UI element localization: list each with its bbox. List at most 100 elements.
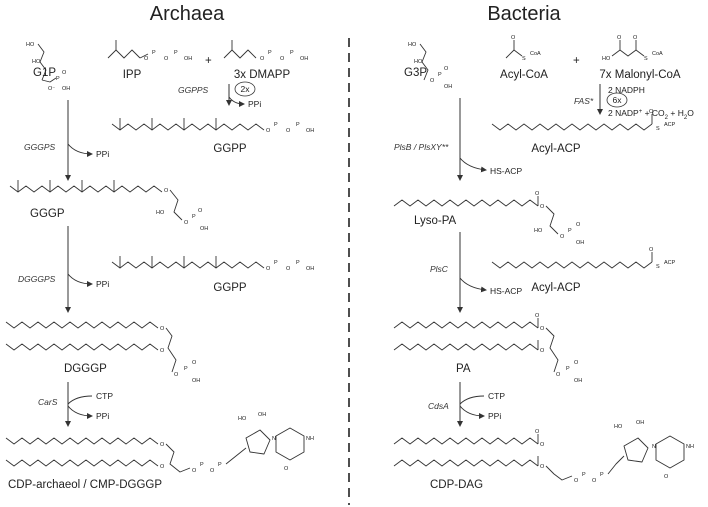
svg-text:P: P — [568, 228, 572, 234]
svg-text:P: P — [582, 472, 586, 478]
svg-text:O: O — [617, 35, 622, 41]
plsb-enzyme: PlsB / PlsXY** — [394, 142, 449, 152]
svg-text:P: P — [566, 366, 570, 372]
svg-text:O: O — [540, 348, 545, 354]
svg-text:P: P — [290, 50, 294, 56]
svg-text:O: O — [430, 78, 435, 84]
pa-label: PA — [456, 363, 471, 375]
svg-text:CoA: CoA — [530, 51, 541, 57]
cycle-badge-archaea — [234, 81, 256, 97]
plus-sign-archaea: + — [205, 55, 212, 67]
hs-acp-label-1: HS-ACP — [490, 166, 522, 176]
svg-text:O: O — [664, 474, 669, 480]
cdp-archaeol-chain-2 — [5, 459, 159, 467]
svg-text:O: O — [286, 266, 291, 272]
pa-chain-1 — [393, 321, 539, 329]
ppi-release-arrow-2 — [67, 143, 93, 157]
acyl-acp-label-2: Acyl-ACP — [531, 282, 581, 294]
svg-text:HO: HO — [534, 228, 543, 234]
svg-text:P: P — [274, 260, 278, 266]
svg-text:O: O — [576, 222, 581, 228]
plus-sign-bacteria: + — [573, 55, 580, 67]
svg-text:NH: NH — [686, 444, 694, 450]
g3p-label: G3P — [404, 67, 427, 79]
svg-text:NH: NH — [306, 436, 314, 442]
ppi-release-arrow-4 — [67, 405, 93, 419]
svg-text:OH: OH — [574, 378, 582, 384]
svg-text:N: N — [652, 444, 656, 450]
svg-text:P: P — [56, 76, 60, 82]
cdp-dag-label: CDP-DAG — [430, 479, 483, 491]
svg-text:ACP: ACP — [664, 122, 676, 128]
svg-text:O: O — [192, 360, 197, 366]
svg-text:O: O — [560, 234, 565, 240]
svg-text:O: O — [160, 348, 165, 354]
cdp-dag-chain-1 — [393, 437, 539, 445]
svg-text:O: O — [592, 478, 597, 484]
ppi-label-3: PPi — [96, 279, 109, 289]
svg-text:O: O — [164, 188, 169, 194]
svg-text:HO: HO — [238, 416, 247, 422]
svg-text:O: O — [540, 464, 545, 470]
svg-text:O: O — [160, 442, 165, 448]
svg-text:O: O — [574, 478, 579, 484]
svg-text:P: P — [174, 50, 178, 56]
acyl-coa-structure: O S CoA — [505, 35, 541, 62]
hs-acp-label-2: HS-ACP — [490, 286, 522, 296]
ctp-label-archaea: CTP — [96, 391, 113, 401]
svg-text:O: O — [266, 128, 271, 134]
ggpp-chain-1 — [111, 123, 265, 131]
bacteria-heading: Bacteria — [487, 3, 561, 25]
cars-enzyme: CarS — [38, 397, 58, 407]
svg-text:OH: OH — [306, 128, 314, 134]
ppi-release-arrow-1 — [228, 96, 245, 107]
svg-text:O: O — [266, 266, 271, 272]
svg-text:CoA: CoA — [652, 51, 663, 57]
lyso-pa-chain — [393, 199, 539, 207]
ggpp-chain-2 — [111, 261, 265, 269]
dgggp-label: DGGGP — [64, 363, 107, 375]
ctp-label-bacteria: CTP — [488, 391, 505, 401]
dgggp-headgroup: O O O P O OH — [160, 326, 200, 384]
svg-text:OH: OH — [300, 56, 308, 62]
acyl-acp-chain-1 — [491, 123, 653, 131]
archaea-heading: Archaea — [150, 3, 225, 25]
nadp-products-label: 2 NADP+ + CO2 + H2O — [608, 108, 694, 121]
gggp-label: GGGP — [30, 208, 65, 220]
svg-text:O: O — [174, 372, 179, 378]
svg-text:O: O — [144, 56, 149, 62]
lyso-pa-headgroup: O HO O P O OH — [534, 204, 584, 246]
svg-text:P: P — [296, 122, 300, 128]
svg-text:O: O — [280, 56, 285, 62]
svg-text:O: O — [535, 191, 540, 197]
svg-text:O: O — [540, 326, 545, 332]
ggpp-phosphate-1: O P O P OH — [266, 122, 314, 134]
cycle-count-bacteria: 6x — [613, 95, 623, 105]
gggp-headgroup: O HO O P O OH — [156, 188, 208, 232]
svg-text:O: O — [511, 35, 516, 41]
nadph-label: 2 NADPH — [608, 85, 645, 95]
svg-text:P: P — [152, 50, 156, 56]
hs-acp-release-arrow-2 — [459, 277, 487, 293]
svg-text:P: P — [192, 214, 196, 220]
svg-text:HO: HO — [614, 424, 623, 430]
cdsa-enzyme: CdsA — [428, 401, 449, 411]
svg-text:OH: OH — [306, 266, 314, 272]
svg-text:HO: HO — [156, 210, 165, 216]
svg-text:S: S — [656, 264, 660, 270]
pa-headgroup: O O O P O OH — [540, 326, 582, 384]
ggpps-enzyme: GGPPS — [178, 85, 209, 95]
ipp-structure: O P O P OH — [107, 40, 192, 62]
g1p-structure: HO HO P O OH O⁻ — [26, 42, 70, 92]
acyl-acp-chain-2 — [491, 261, 653, 269]
ggpp-phosphate-2: O P O P OH — [266, 260, 314, 272]
svg-text:OH: OH — [636, 420, 644, 426]
pa-chain-2 — [393, 343, 539, 351]
dgggps-enzyme: DGGGPS — [18, 274, 56, 284]
malonyl-coa-structure: HO O O S CoA — [602, 35, 663, 62]
svg-text:O: O — [633, 35, 638, 41]
dgggp-chain-1 — [5, 321, 159, 329]
ctp-in-arrow-bacteria — [459, 395, 485, 405]
svg-text:HO: HO — [408, 42, 417, 48]
